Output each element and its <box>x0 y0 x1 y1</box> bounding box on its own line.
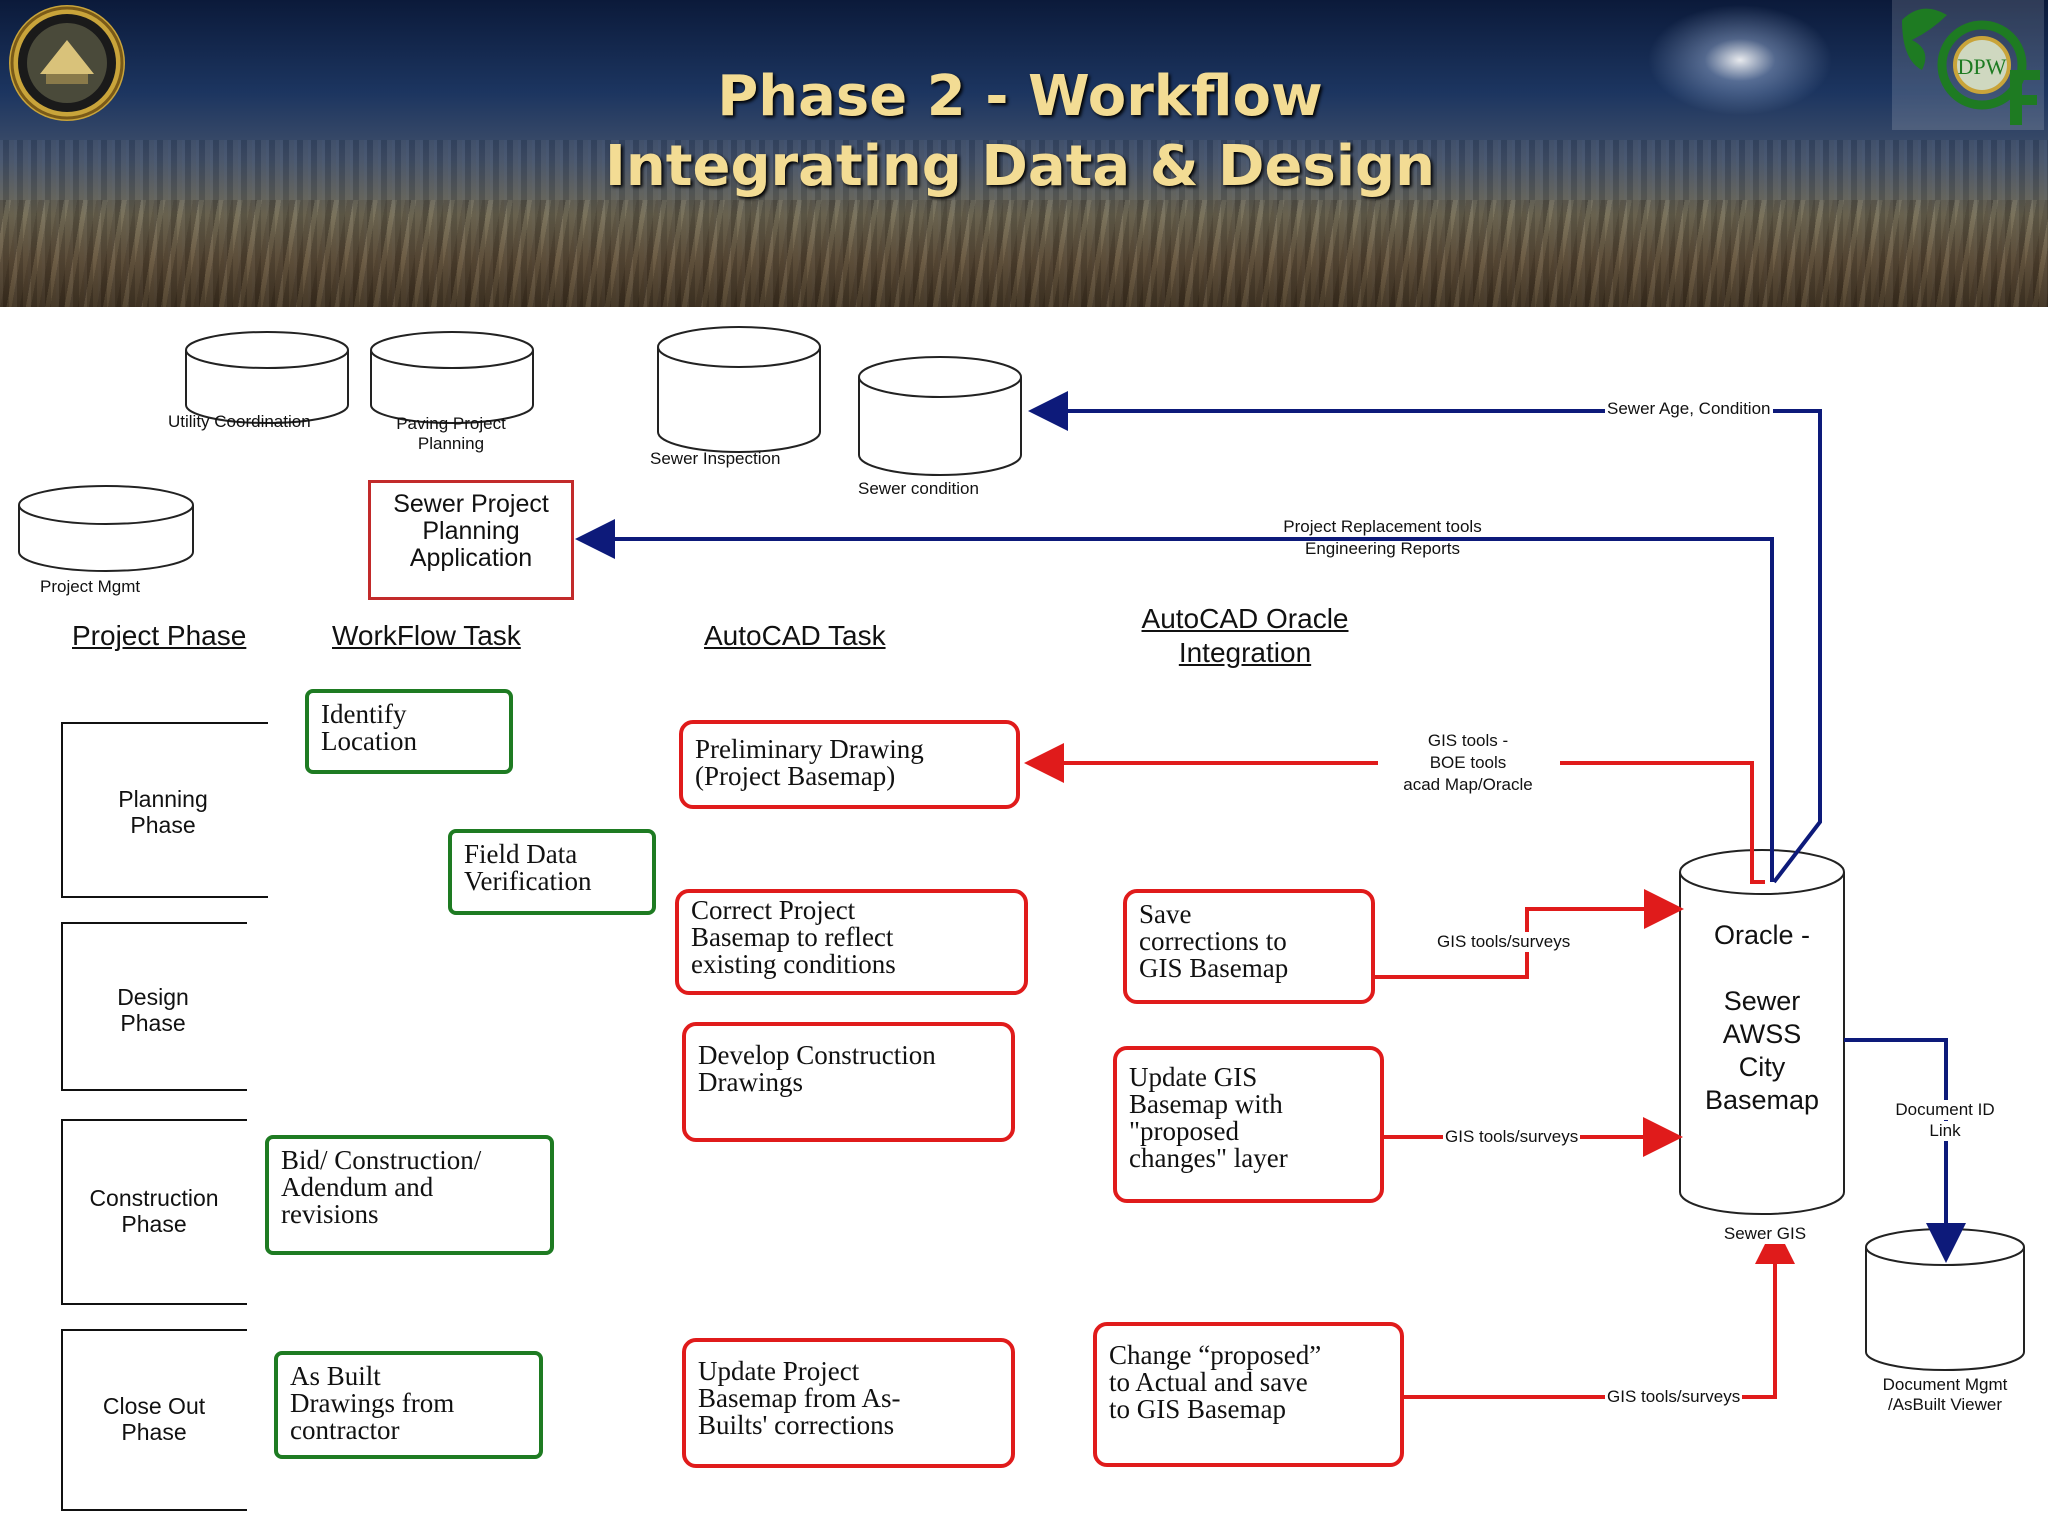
task-as-built-label: As Built Drawings from contractor <box>290 1361 455 1445</box>
db-sewer-condition <box>858 356 1022 476</box>
phase-closeout-label: Close Out Phase <box>102 1393 206 1445</box>
task-correct-basemap-label: Correct Project Basemap to reflect exist… <box>691 895 896 979</box>
task-as-built: As Built Drawings from contractor <box>274 1351 543 1459</box>
flow-label-gis-surveys-1: GIS tools/surveys <box>1435 932 1573 952</box>
db-label-document-mgmt-2: /AsBuilt Viewer <box>1887 1395 2002 1414</box>
flow-label-replacement-2: Engineering Reports <box>1305 539 1460 558</box>
oracle-label: Oracle - Sewer AWSS City Basemap <box>1680 919 1844 1117</box>
column-autocad-task: AutoCAD Task <box>704 620 886 651</box>
task-bid-construction-label: Bid/ Construction/ Adendum and revisions <box>281 1145 482 1229</box>
task-update-project-basemap: Update Project Basemap from As- Builts' … <box>682 1338 1015 1468</box>
flow-label-doc-link-2: Link <box>1870 1121 2020 1141</box>
flow-label-gis-surveys-3: GIS tools/surveys <box>1605 1387 1743 1407</box>
flow-label-doc-link-1: Document ID <box>1870 1100 2020 1120</box>
phase-closeout: Close Out Phase <box>61 1329 247 1511</box>
flow-change-proposed <box>1404 1224 1795 1399</box>
title-line-1: Phase 2 - Workflow <box>717 64 1323 129</box>
flow-gis-tools-boe <box>1560 761 1765 884</box>
oracle-line-1: Oracle - <box>1713 920 1811 950</box>
phase-construction: Construction Phase <box>61 1119 247 1305</box>
city-skyline <box>0 140 2048 307</box>
dpw-logo: DPW <box>1892 0 2044 130</box>
task-preliminary-drawing-label: Preliminary Drawing (Project Basemap) <box>695 734 924 791</box>
column-workflow-task: WorkFlow Task <box>332 620 521 651</box>
svg-text:DPW: DPW <box>1958 54 2007 79</box>
task-field-data-verification-label: Field Data Verification <box>464 839 592 896</box>
task-bid-construction: Bid/ Construction/ Adendum and revisions <box>265 1135 554 1255</box>
flow-sewer-age-condition <box>1605 409 1822 884</box>
db-label-sewer-inspection: Sewer Inspection <box>650 449 781 468</box>
task-develop-construction: Develop Construction Drawings <box>682 1022 1015 1142</box>
phase-planning-label: Planning Phase <box>118 786 208 838</box>
task-identify-location: Identify Location <box>305 689 513 774</box>
workflow-diagram: Utility Coordination Paving Project Plan… <box>0 307 2048 1536</box>
task-preliminary-drawing: Preliminary Drawing (Project Basemap) <box>679 720 1020 809</box>
flow-label-replacement-1: Project Replacement tools <box>1245 517 1520 537</box>
flow-label-gis-tools-3: acad Map/Oracle <box>1403 775 1533 794</box>
db-label-project-mgmt: Project Mgmt <box>40 577 141 596</box>
title-line-2: Integrating Data & Design <box>605 134 1435 199</box>
header-banner: DPW Phase 2 - Workflow Integrating Data … <box>0 0 2048 307</box>
task-develop-construction-label: Develop Construction Drawings <box>698 1040 936 1097</box>
task-save-corrections: Save corrections to GIS Basemap <box>1123 889 1375 1004</box>
flow-label-sewer-age: Sewer Age, Condition <box>1605 399 1773 419</box>
task-update-gis-basemap: Update GIS Basemap with "proposed change… <box>1113 1046 1384 1203</box>
flow-project-replacement <box>1520 537 1774 882</box>
db-paving-project-planning <box>370 331 534 424</box>
db-utility-coordination <box>185 331 349 424</box>
city-foreground <box>0 200 2048 307</box>
task-update-project-basemap-label: Update Project Basemap from As- Builts' … <box>698 1356 901 1440</box>
db-label-oracle-footer: Sewer GIS <box>1690 1224 1840 1244</box>
phase-construction-label: Construction Phase <box>89 1185 219 1237</box>
db-label-document-mgmt-1: Document Mgmt <box>1882 1375 2008 1394</box>
db-label-utility-coordination: Utility Coordination <box>168 412 311 431</box>
flow-label-gis-surveys-2: GIS tools/surveys <box>1443 1127 1581 1147</box>
task-change-proposed: Change “proposed” to Actual and save to … <box>1093 1322 1404 1467</box>
task-change-proposed-label: Change “proposed” to Actual and save to … <box>1109 1340 1322 1424</box>
flow-document-link <box>1844 1038 1948 1102</box>
flow-label-gis-tools-1: GIS tools - <box>1378 731 1558 751</box>
task-save-corrections-label: Save corrections to GIS Basemap <box>1139 899 1289 983</box>
phase-design: Design Phase <box>61 922 247 1091</box>
task-field-data-verification: Field Data Verification <box>448 829 656 915</box>
db-sewer-inspection <box>657 326 821 453</box>
column-project-phase: Project Phase <box>72 620 247 651</box>
column-autocad-oracle-2: Integration <box>1178 637 1312 668</box>
task-correct-basemap: Correct Project Basemap to reflect exist… <box>675 889 1028 995</box>
sewer-project-planning-app-label: Sewer Project Planning Application <box>393 490 549 572</box>
db-label-sewer-condition: Sewer condition <box>858 479 979 498</box>
db-oracle-sewer-gis <box>1679 849 1845 1215</box>
oracle-line-2: Sewer <box>1723 986 1801 1016</box>
phase-planning: Planning Phase <box>61 722 268 898</box>
db-project-mgmt <box>18 485 194 572</box>
oracle-line-5: Basemap <box>1704 1085 1820 1115</box>
diagram-connectors <box>18 326 2025 1399</box>
db-label-paving-2: Planning <box>417 434 485 453</box>
oracle-line-4: City <box>1738 1052 1786 1082</box>
task-identify-location-label: Identify Location <box>321 699 417 756</box>
sun-glare <box>1640 0 1840 120</box>
task-update-gis-basemap-label: Update GIS Basemap with "proposed change… <box>1129 1062 1288 1173</box>
city-seal-logo <box>9 5 125 121</box>
column-autocad-oracle-1: AutoCAD Oracle <box>1141 603 1349 634</box>
flow-label-gis-tools-2: BOE tools <box>1378 753 1558 773</box>
phase-design-label: Design Phase <box>117 984 189 1036</box>
sewer-project-planning-app: Sewer Project Planning Application <box>368 480 574 600</box>
oracle-line-3: AWSS <box>1722 1019 1802 1049</box>
page-title: Phase 2 - Workflow Integrating Data & De… <box>580 62 1460 202</box>
db-label-paving-1: Paving Project <box>396 414 506 433</box>
